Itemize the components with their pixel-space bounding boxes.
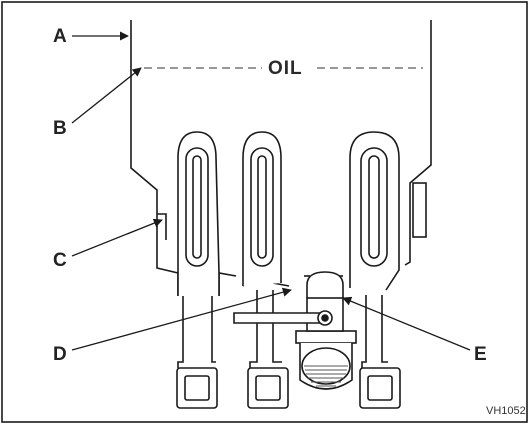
callout-b: B [53,118,67,139]
oil-label: OIL [268,58,303,79]
sight-window [412,182,427,238]
left-wall-bump [157,213,167,240]
leader-e [342,296,471,351]
valve-thread [304,365,348,387]
callout-c: C [53,250,67,271]
heater-element-left [176,131,220,409]
leader-d [71,287,292,351]
leader-c [71,218,163,257]
leader-b [71,67,142,124]
valve-handle [233,310,333,326]
heater-element-right [349,131,401,409]
callout-d: D [53,344,67,365]
heater-element-middle [242,131,289,409]
callout-a: A [53,26,67,47]
drain-valve [295,271,357,390]
callout-e: E [474,344,487,365]
figure-frame [1,1,528,423]
figure-id: VH1052 [486,405,526,417]
